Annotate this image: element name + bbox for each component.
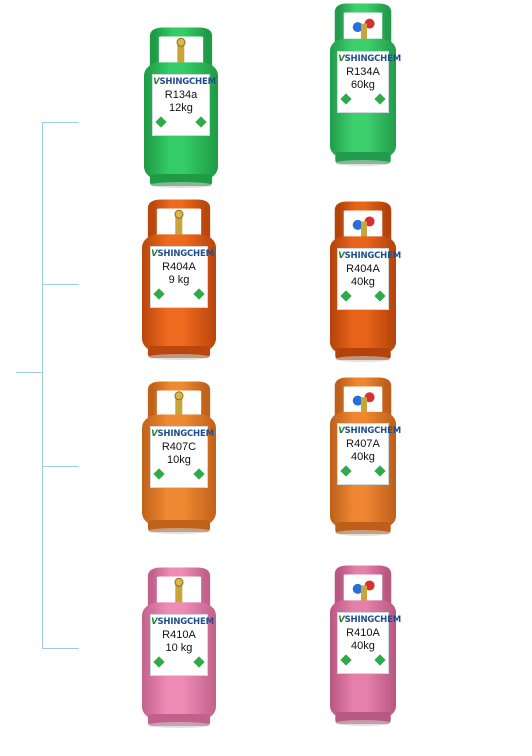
brand-logo-text: VSHINGCHEM (151, 249, 214, 260)
brand-logo-text: VSHINGCHEM (338, 53, 401, 64)
cylinder-guard-ring (147, 199, 211, 241)
red-valve-knob (364, 18, 375, 29)
brand-logo-text: VSHINGCHEM (151, 428, 214, 439)
blue-valve-knob (352, 22, 363, 33)
cylinder-guard-ring (147, 381, 211, 421)
bracket-vertical-line (42, 122, 43, 649)
refrigerant-model: R134A (346, 65, 380, 78)
brand-logo-text: VSHINGCHEM (338, 426, 401, 437)
cylinder-guard-ring (334, 201, 392, 243)
hazard-diamond-icon (193, 468, 205, 480)
cylinder-weight: 10 kg (165, 642, 193, 655)
bracket-tick-mid (16, 372, 42, 373)
hazard-diamond-icon (153, 468, 165, 480)
cylinder-guard-ring (334, 377, 392, 418)
brass-valve-knob (174, 209, 184, 219)
cylinder-guard-ring (334, 3, 392, 45)
brand-logo-text: VSHINGCHEM (338, 251, 401, 262)
hazard-diamond-icon (374, 93, 386, 105)
refrigerant-model: R404A (346, 263, 380, 276)
cylinder-guard-ring (149, 27, 213, 69)
red-valve-knob (364, 580, 375, 591)
cylinder-weight: 10kg (167, 453, 191, 466)
refrigerant-model: R407C (161, 440, 197, 453)
bracket-tick-top (42, 122, 79, 123)
refrigerant-model: R404A (162, 261, 196, 274)
refrigerant-model: R134a (164, 89, 198, 102)
cylinder-guard-ring (147, 567, 211, 609)
brand-logo-text: VSHINGCHEM (153, 77, 216, 88)
cylinder-guard-ring (334, 565, 392, 607)
hazard-diamond-icon (153, 288, 165, 300)
red-valve-knob (364, 392, 375, 403)
hazard-diamond-icon (195, 116, 207, 128)
cylinder-weight: 12kg (169, 102, 193, 115)
hazard-diamond-icon (153, 656, 165, 668)
cylinder-weight: 40kg (351, 276, 375, 289)
hazard-diamond-icon (193, 288, 205, 300)
hazard-diamond-icon (340, 465, 352, 478)
refrigerant-model: R407A (346, 438, 380, 451)
refrigerant-model: R410A (346, 627, 380, 640)
brand-logo-text: VSHINGCHEM (338, 615, 401, 626)
hazard-diamond-icon (374, 654, 386, 666)
hazard-diamond-icon (374, 465, 386, 478)
brass-valve-knob (174, 577, 184, 587)
blue-valve-knob (352, 395, 363, 406)
refrigerant-model: R410A (162, 629, 196, 642)
blue-valve-knob (352, 583, 363, 594)
bracket-tick-bottom (42, 648, 79, 649)
hazard-diamond-icon (374, 290, 386, 302)
cylinder-weight: 40kg (351, 451, 375, 464)
hazard-diamond-icon (155, 116, 167, 128)
hazard-diamond-icon (340, 654, 352, 666)
brand-logo-text: VSHINGCHEM (151, 617, 214, 628)
cylinder-weight: 60kg (351, 78, 375, 91)
bracket-tick-2 (42, 284, 79, 285)
bracket-tick-3 (42, 466, 79, 467)
red-valve-knob (364, 216, 375, 227)
hazard-diamond-icon (340, 93, 352, 105)
hazard-diamond-icon (193, 656, 205, 668)
cylinder-weight: 9 kg (168, 274, 190, 287)
hazard-diamond-icon (340, 290, 352, 302)
brass-valve-knob (174, 391, 184, 401)
blue-valve-knob (352, 219, 363, 230)
cylinder-weight: 40kg (351, 640, 375, 653)
brass-valve-knob (176, 37, 186, 47)
